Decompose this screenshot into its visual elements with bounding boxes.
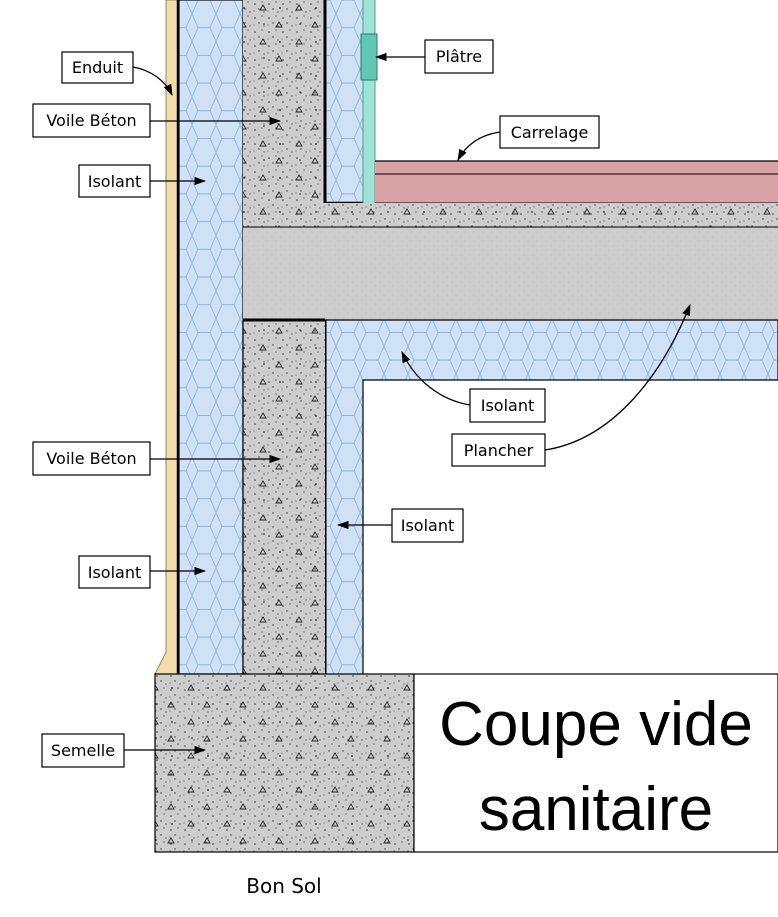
plancher-slab xyxy=(243,203,778,321)
upper-concrete-wall xyxy=(243,0,325,205)
title-line-1: Coupe vide xyxy=(439,690,753,759)
platre-layer xyxy=(360,0,378,203)
svg-text:Enduit: Enduit xyxy=(72,58,123,77)
svg-text:Voile Béton: Voile Béton xyxy=(46,111,136,130)
svg-text:Isolant: Isolant xyxy=(481,396,535,415)
lower-concrete-wall xyxy=(242,318,325,674)
title-box xyxy=(413,673,778,853)
label-semelle: Semelle xyxy=(41,733,125,768)
outer-insulation xyxy=(178,0,244,675)
enduit-layer xyxy=(154,0,180,675)
label-enduit: Enduit xyxy=(61,51,134,84)
ground-label: Bon Sol xyxy=(246,874,321,898)
carrelage-layer xyxy=(375,160,778,204)
svg-text:Plâtre: Plâtre xyxy=(436,47,482,66)
svg-text:Semelle: Semelle xyxy=(51,741,115,760)
svg-text:Carrelage: Carrelage xyxy=(511,123,589,142)
label-plancher: Plancher xyxy=(451,433,546,467)
label-carrelage: Carrelage xyxy=(499,115,600,149)
upper-inner-insulation xyxy=(323,0,363,205)
label-isolant-floor: Isolant xyxy=(469,388,546,423)
label-isolant-bottom: Isolant xyxy=(78,555,151,589)
label-platre: Plâtre xyxy=(424,39,494,74)
title-line-2: sanitaire xyxy=(479,775,713,844)
semelle-footing xyxy=(154,673,415,853)
leader-lines xyxy=(124,52,691,755)
svg-text:Isolant: Isolant xyxy=(401,516,455,535)
slab-insulation xyxy=(323,319,778,674)
label-voile-beton-top: Voile Béton xyxy=(32,103,151,138)
label-voile-beton-bottom: Voile Béton xyxy=(32,441,151,476)
svg-text:Voile Béton: Voile Béton xyxy=(46,449,136,468)
svg-text:Isolant: Isolant xyxy=(88,172,142,191)
svg-text:Isolant: Isolant xyxy=(88,563,142,582)
svg-text:Plancher: Plancher xyxy=(464,441,534,460)
label-isolant-top: Isolant xyxy=(78,164,151,198)
label-isolant-inner: Isolant xyxy=(391,508,464,543)
